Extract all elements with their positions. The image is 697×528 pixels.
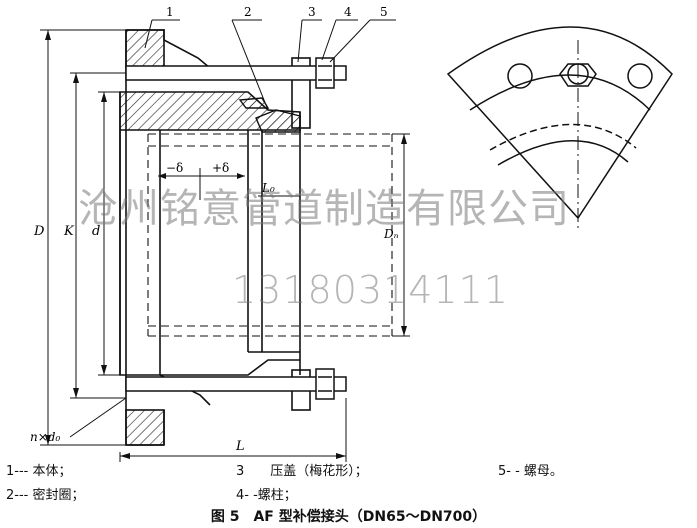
dim-holes-label: n×d₀ (30, 430, 60, 444)
gland-part (291, 57, 311, 411)
legend-item-2: 2--- 密封圈； (6, 488, 85, 503)
dim-d-label: d (92, 224, 100, 239)
dim-minus-delta-label: −δ (166, 161, 183, 175)
dim-L-label: L (235, 439, 245, 454)
stud-bolt-top (125, 57, 347, 89)
dim-Dn-label: Dₙ (383, 227, 399, 241)
stud-bolt-bottom (125, 368, 347, 400)
dim-plus-delta-label: +δ (212, 161, 229, 175)
seal-ring (238, 97, 301, 133)
legend-item-5: 5- - 螺母。 (498, 464, 563, 479)
dim-L0-label: L₀ (261, 181, 275, 195)
callout-4: 4 (344, 5, 352, 19)
legend-item-3: 3 压盖（梅花形）； (236, 464, 368, 479)
hidden-pipe (147, 133, 393, 337)
callout-3: 3 (308, 5, 316, 19)
callout-5: 5 (380, 5, 388, 19)
callout-leaders (144, 19, 396, 111)
dimension-arrows (45, 30, 407, 459)
sector-view (446, 26, 673, 232)
dimension-lines (40, 29, 410, 462)
dim-D-label: D (33, 224, 45, 239)
legend-item-1: 1--- 本体； (6, 464, 72, 479)
legend-item-4: 4- -螺柱； (236, 488, 297, 503)
dim-K-label: K (63, 224, 75, 239)
figure-caption: 图 5 AF 型补偿接头（DN65～DN700） (210, 509, 487, 525)
callout-2: 2 (244, 5, 252, 19)
callout-1: 1 (166, 5, 174, 19)
